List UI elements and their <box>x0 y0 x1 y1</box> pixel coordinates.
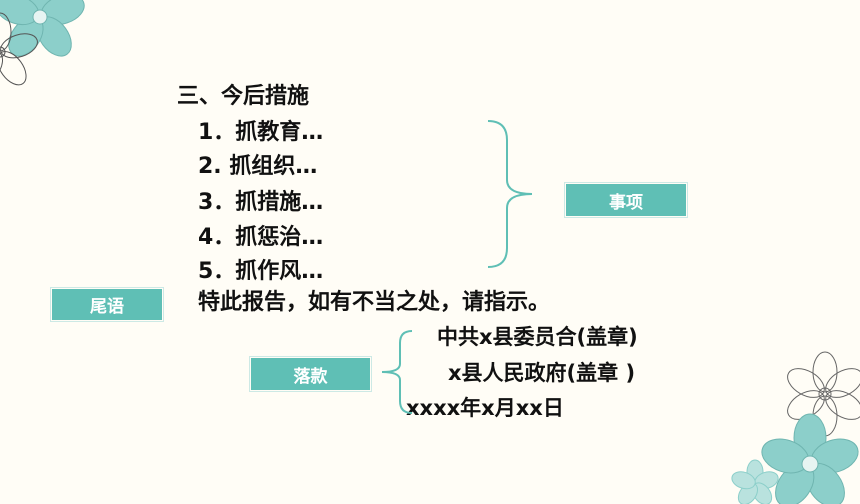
flower-decoration-bottom-right <box>731 351 860 504</box>
measure-item: 3．抓措施… <box>198 190 324 215</box>
section-heading: 三、今后措施 <box>177 84 310 109</box>
measure-item: 1．抓教育… <box>198 120 324 145</box>
signature-line: x县人民政府(盖章 ) <box>448 361 636 385</box>
signature-line: 中共x县委员合(盖章) <box>437 325 638 349</box>
curly-brace-left <box>381 330 413 414</box>
measure-item: 5．抓作风… <box>198 259 324 284</box>
measure-item: 4．抓惩治… <box>198 225 324 250</box>
closing-sentence: 特此报告，如有不当之处，请指示。 <box>198 290 551 315</box>
flower-decoration-top-left <box>0 0 85 86</box>
items-label-tag: 事项 <box>564 182 688 218</box>
measure-item: 2. 抓组织… <box>198 154 318 179</box>
closing-label-tag: 尾语 <box>50 287 164 322</box>
signature-label-tag: 落款 <box>249 356 372 392</box>
signature-date: xxxx年x月xx日 <box>406 396 564 420</box>
curly-brace-right <box>487 120 533 268</box>
